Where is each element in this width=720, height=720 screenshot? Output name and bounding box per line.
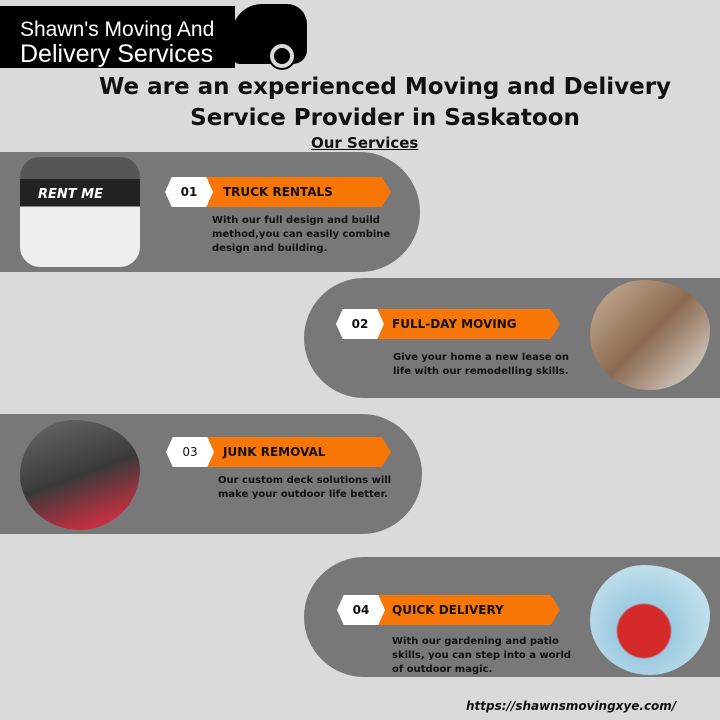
headline: We are an experienced Moving and Deliver… <box>98 74 672 131</box>
service-description: Give your home a new lease on life with … <box>393 352 570 377</box>
service-description: Our custom deck solutions will make your… <box>218 475 392 500</box>
service-number: 03 <box>166 437 214 467</box>
service-title: TRUCK RENTALS <box>205 177 391 207</box>
service-description: With our gardening and patio skills, you… <box>392 636 572 675</box>
rent-me-text: RENT ME <box>38 187 103 202</box>
service-description: With our full design and build method,yo… <box>212 215 391 254</box>
service-number: 02 <box>336 309 384 339</box>
website-link[interactable]: https://shawnsmovingxye.com/ <box>466 699 677 713</box>
junk-removal-image <box>20 420 140 530</box>
truck-icon <box>232 4 307 64</box>
logo-background <box>0 6 235 68</box>
section-title: Our Services <box>311 134 419 152</box>
wheel-icon <box>270 44 294 68</box>
logo-line2: Delivery Services <box>20 40 214 68</box>
truck-rental-image: RENT ME <box>20 157 140 267</box>
service-number: 04 <box>337 595 385 625</box>
service-title: FULL-DAY MOVING <box>374 309 560 339</box>
service-title: JUNK REMOVAL <box>205 437 391 467</box>
service-number: 01 <box>165 177 213 207</box>
logo: Shawn's Moving And Delivery Services <box>0 0 310 72</box>
service-title: QUICK DELIVERY <box>374 595 560 625</box>
delivery-image <box>590 565 710 675</box>
moving-image <box>590 280 710 390</box>
logo-line1: Shawn's Moving And <box>20 18 215 41</box>
